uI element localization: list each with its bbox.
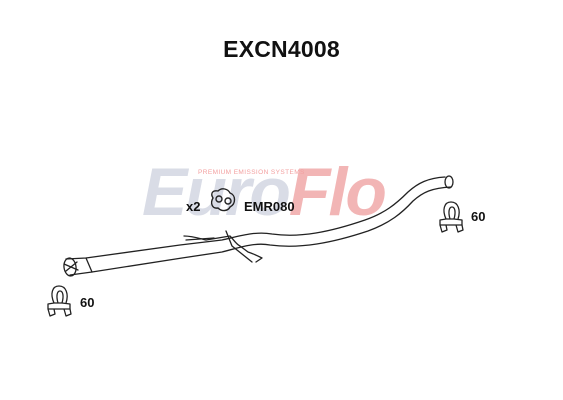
right-clamp-size: 60 [471, 209, 486, 224]
watermark-logo: EuroFlo [142, 158, 387, 226]
mounting-rubber-icon [210, 188, 236, 212]
left-clamp-size: 60 [80, 295, 95, 310]
watermark-brand-part1: Euro [142, 154, 291, 230]
mounting-rubber-code: EMR080 [244, 199, 295, 214]
pipe-lower-edge [69, 186, 452, 276]
pipe-upper-edge [65, 176, 446, 260]
mounting-rubber-quantity: x2 [186, 199, 201, 214]
right-clamp-icon [439, 201, 464, 233]
left-clamp-icon [47, 285, 72, 317]
pipe-right-opening [444, 175, 454, 189]
pipe-left-opening [63, 257, 77, 277]
watermark-brand-part2: Flo [288, 154, 387, 230]
watermark-tagline: PREMIUM EMISSION SYSTEMS [198, 169, 305, 176]
hanger-bracket [183, 235, 263, 263]
part-number-title: EXCN4008 [223, 36, 340, 62]
